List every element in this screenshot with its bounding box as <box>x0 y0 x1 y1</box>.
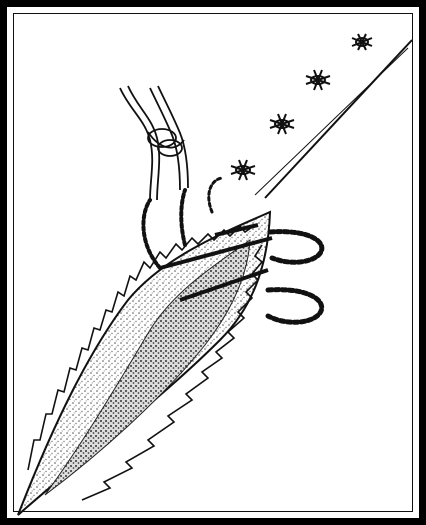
closed-incision-line <box>255 40 412 198</box>
open-wound <box>18 212 270 515</box>
suture-thread-knot <box>120 86 188 200</box>
